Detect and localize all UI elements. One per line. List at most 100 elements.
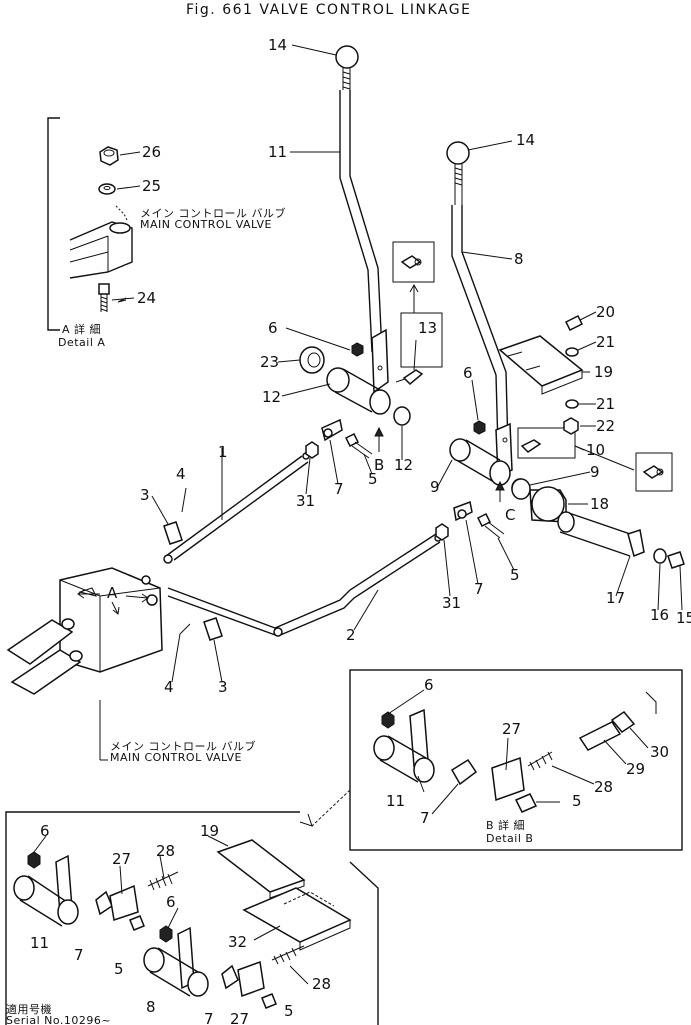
label-7-detail-b: 7: [420, 809, 430, 827]
label-31-right: 31: [442, 594, 461, 612]
knob-14-left: [335, 45, 359, 69]
label-15: 15: [676, 609, 691, 627]
washer-25: [98, 183, 141, 195]
washer-16: [653, 548, 667, 564]
label-6-right: 6: [463, 364, 473, 382]
view-letter-c: C: [505, 506, 515, 524]
label-11-top: 11: [268, 143, 287, 161]
view-arrows: [77, 426, 505, 615]
pin-3-top: [163, 487, 187, 545]
label-28-serial-bottom: 28: [312, 975, 331, 993]
label-32: 32: [228, 933, 247, 951]
view-letter-a1: A: [107, 584, 118, 602]
label-7-left: 7: [334, 480, 344, 498]
label-31-left: 31: [296, 492, 315, 510]
main-valve-label-jp: メイン コントロール バルブ: [110, 739, 256, 753]
nipple-callout-box-10: [517, 427, 576, 459]
label-10: 10: [586, 441, 605, 459]
bracket-19: [498, 314, 584, 435]
main-valve-label-en: MAIN CONTROL VALVE: [110, 751, 242, 764]
view-letter-b: B: [374, 456, 384, 474]
label-2: 2: [346, 626, 356, 644]
label-6-serial-bottom: 6: [166, 893, 176, 911]
washer-21-bottom: [565, 399, 579, 409]
nipple-inset-right-part: [642, 465, 664, 479]
label-26: 26: [142, 143, 161, 161]
bushing-9: [511, 478, 531, 500]
nut-31-right: [435, 523, 449, 541]
label-12-left: 12: [262, 388, 281, 406]
nipple-callout-box-13: [400, 312, 443, 368]
detail-a-box: [47, 117, 141, 331]
nipple-inset-left: [392, 241, 435, 283]
label-27-detail-b: 27: [502, 720, 521, 738]
nipple-inset-right: [635, 452, 673, 492]
label-18: 18: [590, 495, 609, 513]
label-7-serial-bottom: 7: [204, 1010, 214, 1025]
nipple-inset-left-part: [400, 255, 422, 269]
lever-8-assembly: [446, 141, 542, 539]
label-8-top: 8: [514, 250, 524, 268]
label-21-bottom: 21: [596, 395, 615, 413]
valve-block-fragment: [69, 205, 133, 279]
bolt-20: [564, 314, 584, 332]
leader-lines: [33, 44, 683, 985]
label-4-bottom: 4: [164, 678, 174, 696]
serial-variant-box: [5, 811, 379, 1025]
label-5-serial-bottom: 5: [284, 1002, 294, 1020]
label-21-top: 21: [596, 333, 615, 351]
detail-b-heading-en: Detail B: [486, 832, 533, 845]
lever-11-assembly: [299, 45, 424, 459]
pin-3-bottom: [179, 617, 223, 641]
label-20: 20: [596, 303, 615, 321]
plate-27-detail-b: [491, 756, 525, 802]
label-6-left: 6: [268, 319, 278, 337]
label-5-left: 5: [368, 470, 378, 488]
label-24: 24: [137, 289, 156, 307]
label-1: 1: [218, 443, 228, 461]
label-5-serial-top: 5: [114, 960, 124, 978]
serial-label-jp: 適用号機: [6, 1002, 52, 1016]
label-29: 29: [626, 760, 645, 778]
label-19-serial: 19: [200, 822, 219, 840]
label-23: 23: [260, 353, 279, 371]
label-6-serial-top: 6: [40, 822, 50, 840]
label-14-left: 14: [268, 36, 287, 54]
label-22: 22: [596, 417, 615, 435]
label-30: 30: [650, 743, 669, 761]
washer-21-top: [565, 347, 579, 357]
label-7-right: 7: [474, 580, 484, 598]
part-labels: 14 11 14 8 6 23 12 13 12 6 20 21 19 21 2…: [30, 36, 691, 1025]
label-3-bottom: 3: [218, 678, 228, 696]
label-12-right: 12: [394, 456, 413, 474]
detail-a-valve-en: MAIN CONTROL VALVE: [140, 218, 272, 231]
label-13: 13: [418, 319, 437, 337]
detail-b-box: [349, 669, 683, 851]
serial-label-en: Serial No.10296~: [6, 1014, 111, 1025]
nut-26: [99, 146, 141, 166]
label-16: 16: [650, 606, 669, 624]
knob-14-right: [446, 141, 470, 165]
label-5-right: 5: [510, 566, 520, 584]
figure-title: Fig. 661 VALVE CONTROL LINKAGE: [186, 2, 471, 18]
rod-29-detail-b: [578, 721, 622, 751]
label-14-right: 14: [516, 131, 535, 149]
spring-28-detail-b: [527, 751, 553, 767]
nut-31-left: [305, 441, 319, 459]
label-9-right: 9: [590, 463, 600, 481]
label-11-detail-b: 11: [386, 792, 405, 810]
detail-a-heading-en: Detail A: [58, 336, 105, 349]
label-28-detail-b: 28: [594, 778, 613, 796]
label-27-serial-bottom: 27: [230, 1010, 249, 1025]
label-11-serial: 11: [30, 934, 49, 952]
label-28-serial-top: 28: [156, 842, 175, 860]
lever-7-detail-b: [450, 758, 478, 786]
label-9-left: 9: [430, 478, 440, 496]
detail-a-valve-jp: メイン コントロール バルブ: [140, 206, 286, 220]
bolt-24: [98, 283, 135, 312]
pivot-shaft-group: [511, 478, 685, 569]
label-3-top: 3: [140, 486, 150, 504]
detail-a-heading-jp: A 詳 細: [62, 322, 101, 336]
nut-30-detail-b: [610, 711, 636, 733]
